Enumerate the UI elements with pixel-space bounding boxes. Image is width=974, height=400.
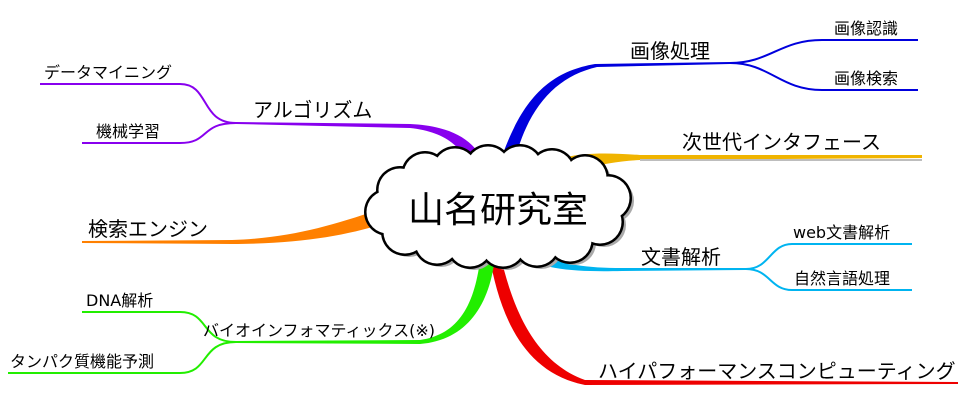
branch-next-gen-interface-label: 次世代インタフェース — [682, 130, 881, 154]
branch-document-analysis-label: 文書解析 — [641, 245, 721, 269]
branch-document-analysis-ribbon — [512, 240, 746, 272]
branch-next-gen-interface-ribbon — [532, 153, 922, 184]
leaf-image-search: 画像検索 — [834, 69, 898, 88]
branch-hpc-label: ハイパフォーマンスコンピューティング — [598, 359, 956, 383]
leaf-dna-analysis: DNA解析 — [86, 291, 153, 310]
leaf-natural-language-processing: 自然言語処理 — [794, 269, 890, 288]
center-title: 山名研究室 — [408, 190, 588, 231]
center-node: 山名研究室 — [364, 144, 634, 270]
branch-image-processing-label: 画像処理 — [630, 39, 710, 63]
leaf-web-document-analysis: web文書解析 — [793, 223, 890, 242]
branch-search-engine-ribbon — [82, 210, 382, 244]
branch-search-engine-label: 検索エンジン — [88, 217, 208, 241]
leaf-machine-learning: 機械学習 — [96, 122, 160, 141]
branch-bioinformatics-label: バイオインフォマティックス(※) — [203, 321, 435, 340]
leaf-image-recognition: 画像認識 — [834, 19, 898, 38]
leaf-data-mining: データマイニング — [44, 63, 172, 82]
leaf-protein-function-prediction: タンパク質機能予測 — [10, 352, 154, 371]
branch-algorithms-label: アルゴリズム — [253, 98, 372, 122]
